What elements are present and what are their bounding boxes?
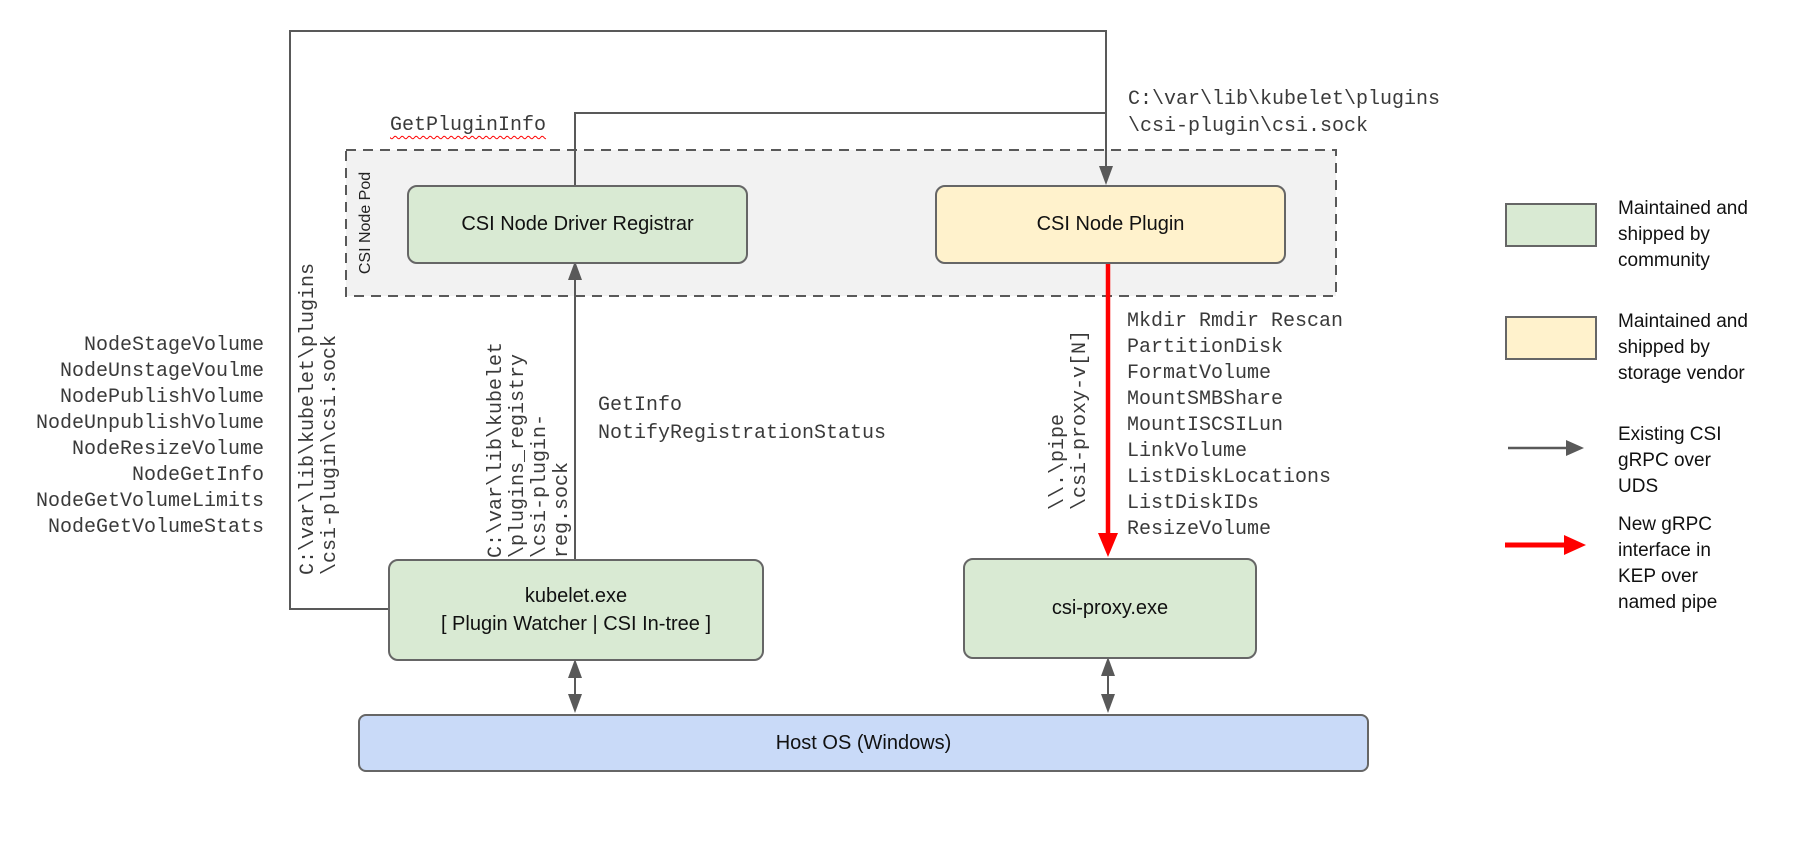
node-method-item: NodeUnstageVoulme (59, 360, 264, 383)
legend-vendor-text: Maintained and shipped by storage vendor (1618, 311, 1748, 384)
node-method-item: NodeGetVolumeLimits (35, 490, 264, 513)
node-method-item: NodeGetInfo (131, 464, 264, 487)
plugin-sock-path-label: C:\var\lib\kubelet\plugins \csi-plugin\c… (1128, 86, 1440, 140)
proxy-methods-list: Mkdir Rmdir Rescan PartitionDisk FormatV… (1127, 309, 1343, 543)
arrowhead-into-registrar (568, 261, 582, 280)
named-pipe-rotated: \\.\pipe \csi-proxy-v[N] (1047, 320, 1092, 510)
kubelet-plugin-sock-line1: C:\var\lib\kubelet\plugins (297, 262, 320, 575)
node-method-item: NodeUnpublishVolume (35, 412, 264, 435)
arrowhead-up-proxy (1101, 657, 1115, 676)
plugin-sock-path-line1: C:\var\lib\kubelet\plugins (1128, 88, 1441, 111)
registration-call-getinfo: GetInfo (598, 394, 683, 417)
proxy-method-item: LinkVolume (1127, 440, 1248, 463)
csi-proxy-label: csi-proxy.exe (1051, 597, 1169, 619)
edge-kubelet-to-plugin (289, 30, 1107, 610)
legend-red-arrowhead (1564, 535, 1586, 555)
legend-community-swatch (1505, 203, 1597, 247)
proxy-method-item: MountISCSILun (1127, 414, 1284, 437)
host-os-box: Host OS (Windows) (358, 714, 1369, 772)
node-methods-list: NodeStageVolume NodeUnstageVoulme NodePu… (30, 333, 264, 541)
proxy-method-item: PartitionDisk (1127, 336, 1284, 359)
host-os-label: Host OS (Windows) (775, 731, 952, 754)
proxy-method-item: Mkdir Rmdir Rescan (1127, 310, 1344, 333)
arrowhead-red-into-proxy (1098, 533, 1118, 557)
kubelet-plugin-sock-rotated: C:\var\lib\kubelet\plugins \csi-plugin\c… (297, 262, 342, 575)
registry-sock-rotated: C:\var\lib\kubelet \plugins_registry \cs… (485, 318, 574, 558)
csi-node-plugin-label: CSI Node Plugin (1036, 213, 1185, 235)
edge-registrar-to-plugin (574, 112, 1106, 185)
legend-uds-text: Existing CSI gRPC over UDS (1618, 424, 1722, 497)
csi-node-pod-label: CSI Node Pod (357, 171, 374, 275)
proxy-method-item: MountSMBShare (1127, 388, 1284, 411)
registration-calls-label: GetInfo NotifyRegistrationStatus (598, 392, 886, 448)
kubelet-title: kubelet.exe (524, 585, 628, 607)
node-method-item: NodeResizeVolume (71, 438, 264, 461)
csi-proxy-box: csi-proxy.exe (963, 558, 1257, 659)
named-pipe-line1: \\.\pipe (1047, 413, 1070, 510)
node-method-item: NodeGetVolumeStats (47, 516, 264, 539)
legend-pipe-text: New gRPC interface in KEP over named pip… (1618, 514, 1718, 613)
node-driver-registrar-box: CSI Node Driver Registrar (407, 185, 748, 264)
legend-vendor-swatch (1505, 316, 1597, 360)
named-pipe-line2: \csi-proxy-v[N] (1069, 329, 1092, 510)
registry-sock-line2: \plugins_registry (507, 353, 530, 558)
legend-gray-arrowhead (1566, 440, 1584, 456)
node-method-item: NodePublishVolume (59, 386, 264, 409)
proxy-method-item: ResizeVolume (1127, 518, 1272, 541)
registry-sock-line3: \csi-plugin-reg.sock (529, 413, 574, 558)
legend-community-text: Maintained and shipped by community (1618, 198, 1748, 271)
proxy-method-item: ListDiskLocations (1127, 466, 1332, 489)
arrowhead-down-hostos-left (568, 694, 582, 713)
csi-node-plugin-box: CSI Node Plugin (935, 185, 1286, 264)
node-driver-registrar-label: CSI Node Driver Registrar (461, 213, 694, 235)
node-method-item: NodeStageVolume (83, 334, 264, 357)
plugin-sock-path-line2: \csi-plugin\csi.sock (1128, 115, 1369, 138)
kubelet-plugin-sock-line2: \csi-plugin\csi.sock (319, 334, 342, 575)
get-plugin-info-label: GetPluginInfo (390, 114, 547, 137)
kubelet-box: kubelet.exe [ Plugin Watcher | CSI In-tr… (388, 559, 764, 661)
proxy-method-item: FormatVolume (1127, 362, 1272, 385)
registry-sock-line1: C:\var\lib\kubelet (485, 341, 508, 558)
kubelet-subtitle: [ Plugin Watcher | CSI In-tree ] (440, 613, 712, 635)
proxy-method-item: ListDiskIDs (1127, 492, 1260, 515)
arrowhead-down-hostos-right (1101, 694, 1115, 713)
registration-call-notify: NotifyRegistrationStatus (598, 422, 887, 445)
arrowhead-into-plugin (1099, 166, 1113, 185)
arrowhead-up-kubelet (568, 659, 582, 678)
